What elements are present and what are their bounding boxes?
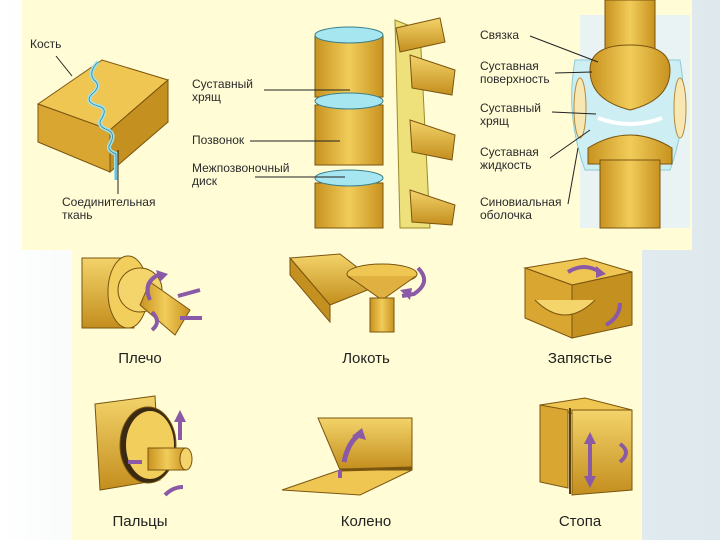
leader-ligament (529, 35, 599, 63)
caption-elbow: Локоть (342, 350, 390, 367)
wrist-joint-illustration (523, 257, 633, 339)
bone-block-illustration (36, 59, 170, 180)
knee-hinge-illustration (281, 417, 413, 496)
label-ligament: Связка (480, 28, 520, 42)
label-vertebra: Позвонок (192, 133, 245, 147)
shoulder-joint-illustration (81, 255, 202, 336)
label-intervertebral-disc: Межпозвоночный диск (192, 161, 290, 188)
spine-illustration (314, 17, 456, 229)
label-articular-cartilage-knee: Суставный хрящ (480, 101, 541, 128)
leader-synovial-fluid (549, 129, 591, 159)
label-synovial-fluid: Суставная жидкость (480, 145, 539, 172)
caption-fingers: Пальцы (112, 513, 168, 530)
label-articular-cartilage-spine: Суставный хрящ (192, 77, 253, 104)
label-synovial-membrane: Синовиальная оболочка (480, 195, 562, 222)
leader-bone (55, 55, 73, 77)
elbow-joint-illustration (288, 253, 426, 333)
leader-synovial-membrane (567, 147, 579, 205)
knee-joint-illustration (571, 0, 690, 229)
caption-wrist: Запястье (547, 350, 613, 367)
leader-articular-surface (554, 71, 593, 74)
label-connective-tissue: Соединительная ткань (62, 195, 156, 222)
label-articular-surface: Суставная поверхность (480, 59, 550, 86)
caption-knee: Колено (340, 513, 392, 530)
label-bone: Кость (30, 37, 62, 51)
caption-foot: Стопа (558, 513, 602, 530)
leader-cartilage-knee (551, 111, 597, 115)
caption-shoulder: Плечо (118, 350, 162, 367)
foot-joint-illustration (539, 397, 633, 496)
fingers-joint-illustration (94, 395, 193, 497)
